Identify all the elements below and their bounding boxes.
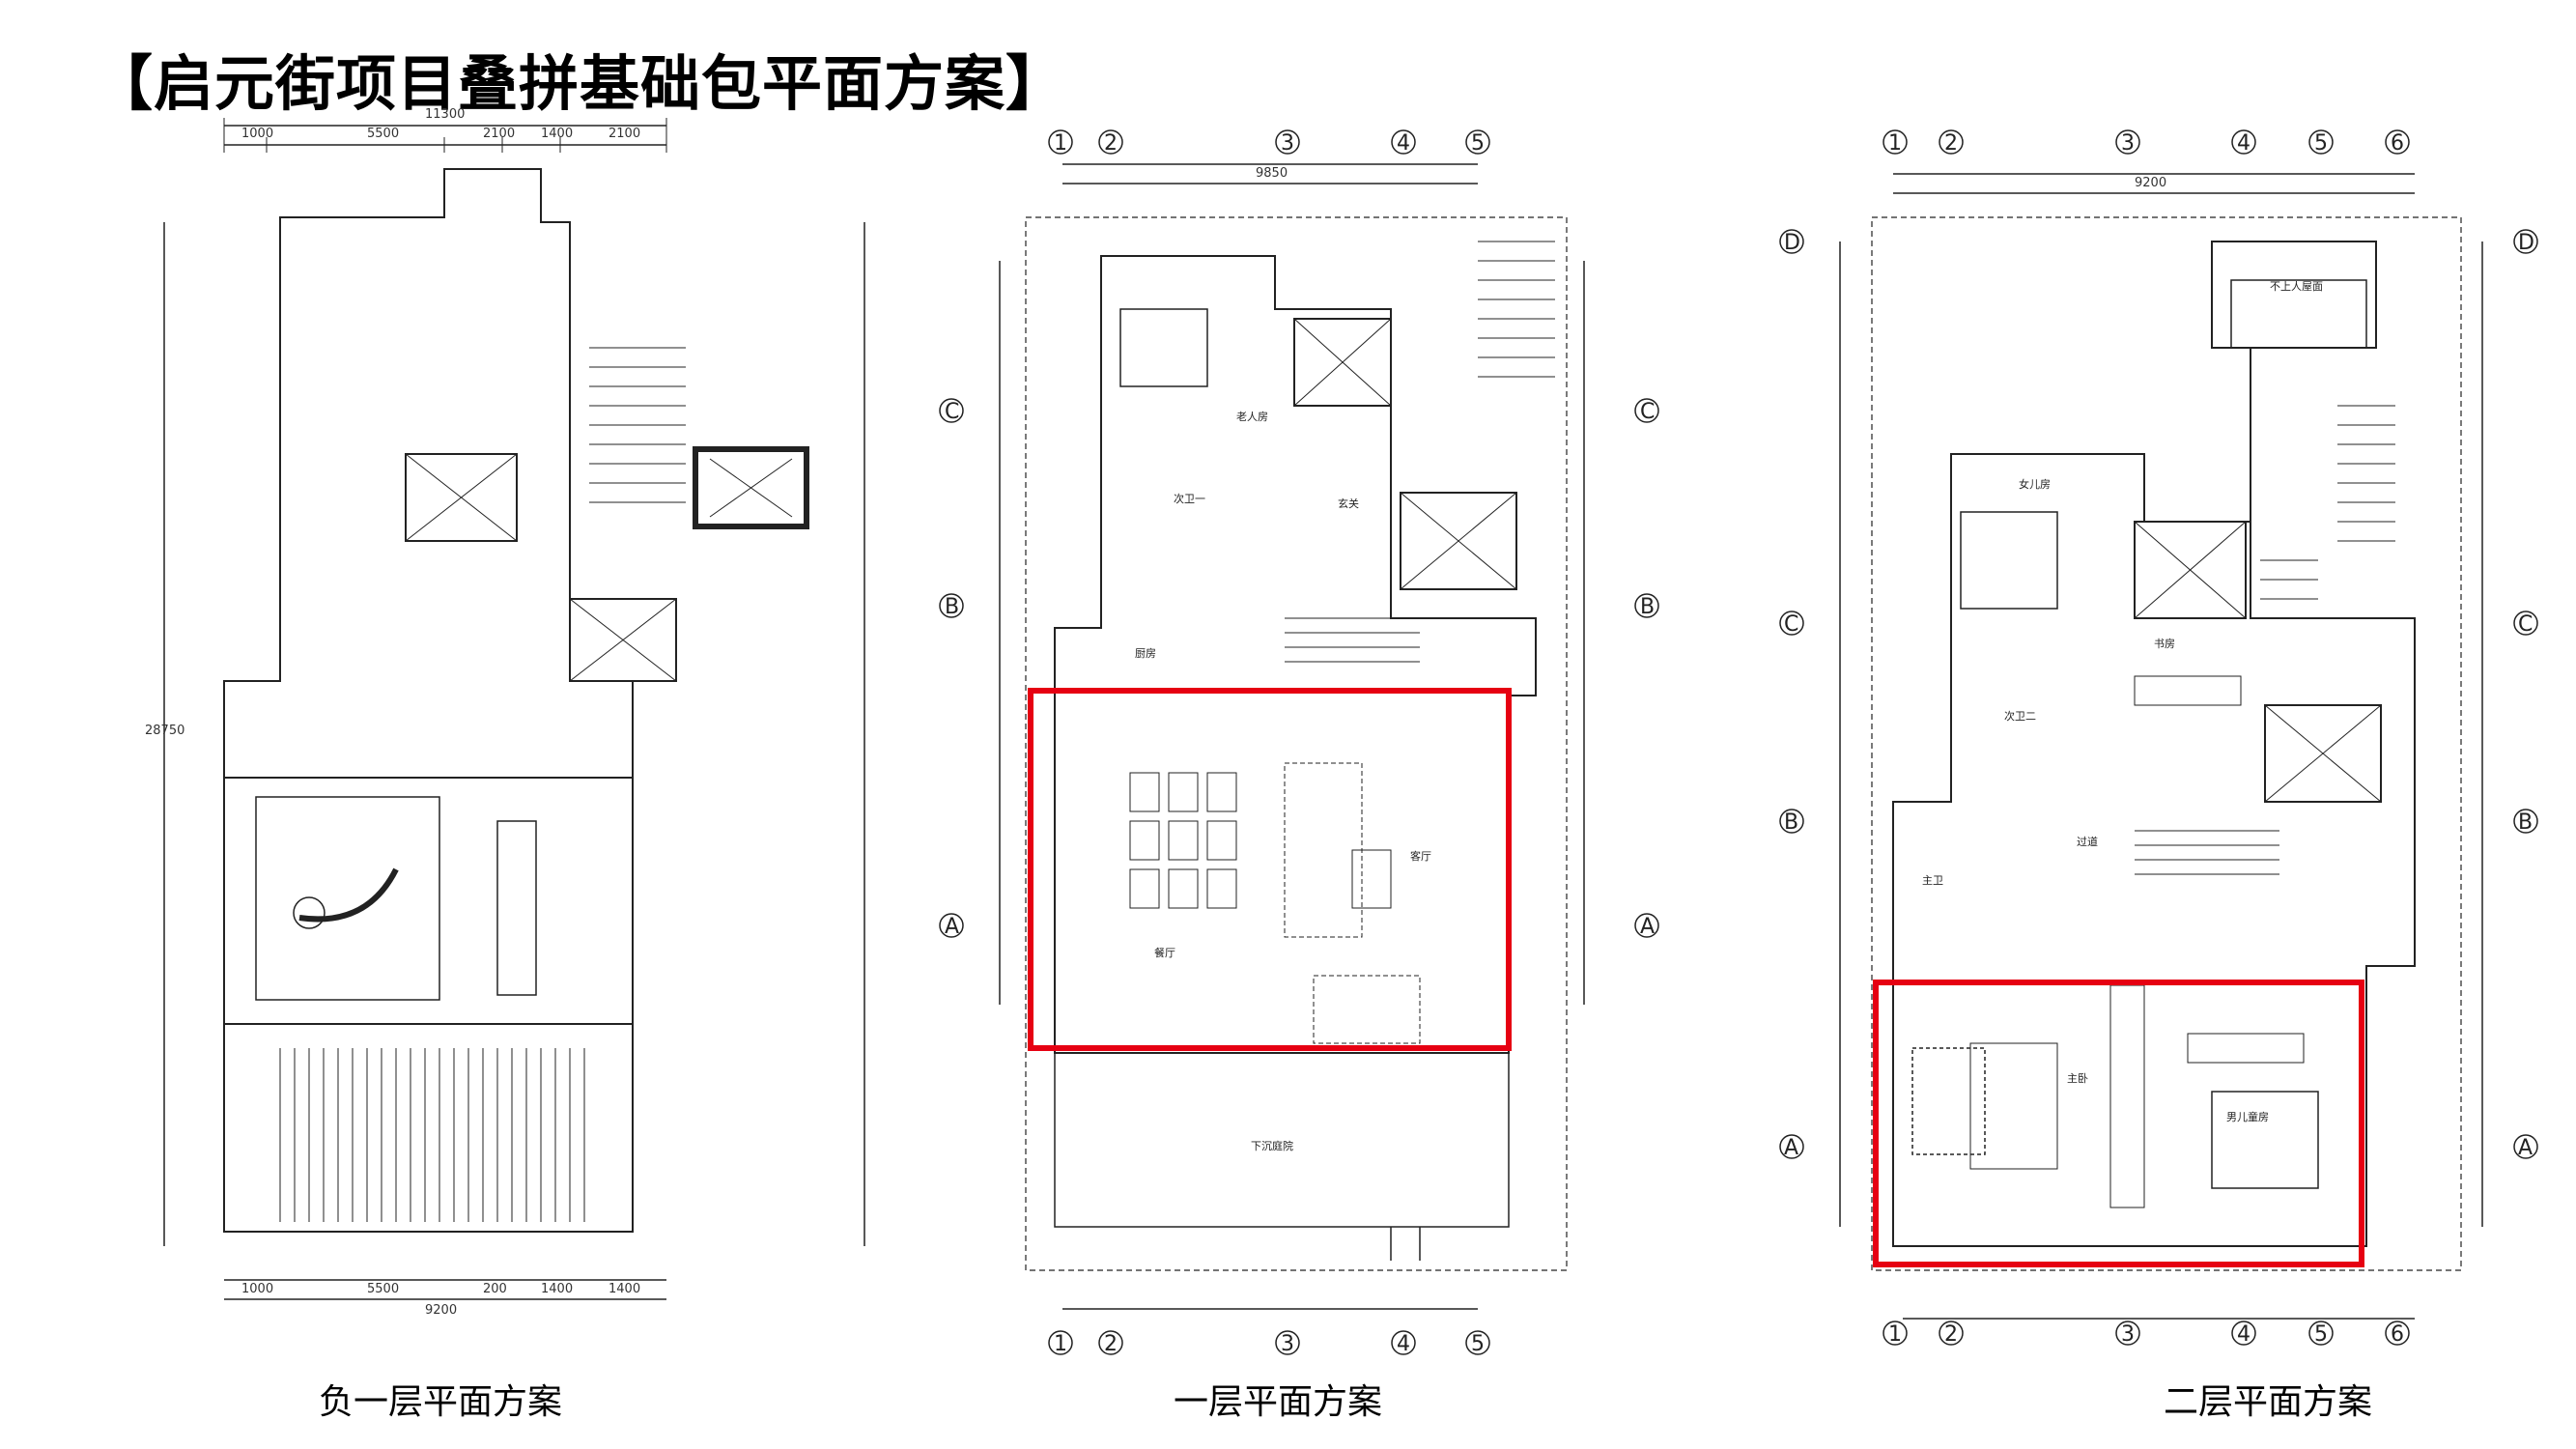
f1-axis-5b: 5: [1471, 1332, 1485, 1356]
f2-row-b-r: B: [2518, 810, 2533, 835]
f2-room-master: 主卧: [2067, 1072, 2088, 1085]
f1-axis-3b: 3: [1281, 1332, 1294, 1356]
caption-basement: 负一层平面方案: [319, 1382, 563, 1422]
f2-room-study: 书房: [2154, 638, 2175, 650]
f2-room-boy: 男儿童房: [2226, 1110, 2269, 1123]
page-title: 【启元街项目叠拼基础包平面方案】: [93, 48, 1067, 119]
b1-side-total: 28750: [145, 724, 184, 738]
b1-dim-1: 1000: [241, 127, 273, 141]
highlight-first-floor-living: [1028, 688, 1512, 1051]
f2-row-c-r: C: [2518, 612, 2533, 637]
f1-row-b-r: B: [1640, 595, 1655, 619]
b1-bdim-1: 1000: [241, 1282, 273, 1296]
f1-row-c-r: C: [1640, 400, 1655, 424]
plan-basement: [163, 118, 865, 1300]
b1-bdim-3: 200: [483, 1282, 507, 1296]
f2-room-masterbath: 主卫: [1922, 874, 1943, 887]
f1-top-total: 9850: [1256, 166, 1288, 181]
f1-room-kitchen: 厨房: [1135, 647, 1156, 660]
f1-axis-4: 4: [1397, 131, 1410, 156]
f2-axis-2: 2: [1944, 131, 1958, 156]
f2-axis-6b: 6: [2391, 1322, 2404, 1347]
caption-second-floor: 二层平面方案: [2164, 1382, 2373, 1422]
f1-row-a: A: [945, 915, 959, 939]
f2-axis-1: 1: [1888, 131, 1902, 156]
f2-axis-5: 5: [2314, 131, 2328, 156]
f1-row-b: B: [945, 595, 959, 619]
f1-room-elder: 老人房: [1236, 411, 1268, 423]
f2-room-bath2: 次卫二: [2004, 709, 2036, 723]
f2-axis-2b: 2: [1944, 1322, 1958, 1347]
f1-row-c: C: [945, 400, 959, 424]
f2-row-d-r: D: [2518, 231, 2534, 255]
b1-bottom-total: 9200: [425, 1303, 457, 1318]
f2-row-c: C: [1784, 612, 1798, 637]
b1-top-total: 11300: [425, 107, 465, 122]
highlight-second-floor-bedrooms: [1873, 980, 2364, 1267]
f2-axis-4: 4: [2237, 131, 2250, 156]
f1-axis-2b: 2: [1104, 1332, 1118, 1356]
plan-second: [1839, 173, 2483, 1320]
f1-row-a-r: A: [1640, 915, 1655, 939]
f1-axis-4b: 4: [1397, 1332, 1410, 1356]
b1-dim-5: 2100: [609, 127, 640, 141]
f2-room-girl: 女儿房: [2019, 477, 2051, 491]
f1-axis-5: 5: [1471, 131, 1485, 156]
b1-dim-2: 5500: [367, 127, 399, 141]
f2-axis-3: 3: [2121, 131, 2135, 156]
f2-axis-3b: 3: [2121, 1322, 2135, 1347]
f2-note-roof: 不上人屋面: [2270, 280, 2323, 293]
plan-first: [999, 163, 1585, 1310]
f2-top-total: 9200: [2135, 176, 2166, 190]
f1-room-bath: 次卫一: [1174, 492, 1205, 505]
b1-dim-3: 2100: [483, 127, 515, 141]
caption-first-floor: 一层平面方案: [1174, 1382, 1383, 1422]
b1-bdim-2: 5500: [367, 1282, 399, 1296]
f2-row-b: B: [1784, 810, 1798, 835]
f1-room-foyer: 玄关: [1338, 497, 1359, 510]
f2-row-a: A: [1784, 1136, 1798, 1160]
f2-axis-1b: 1: [1888, 1322, 1902, 1347]
f2-room-corridor: 过道: [2077, 835, 2098, 848]
b1-bdim-5: 1400: [609, 1282, 640, 1296]
f1-axis-1: 1: [1054, 131, 1067, 156]
f2-axis-6: 6: [2391, 131, 2404, 156]
f2-row-a-r: A: [2518, 1136, 2533, 1160]
f2-axis-5b: 5: [2314, 1322, 2328, 1347]
f1-axis-1b: 1: [1054, 1332, 1067, 1356]
f1-axis-3: 3: [1281, 131, 1294, 156]
f1-note-courtyard: 下沉庭院: [1251, 1139, 1293, 1152]
b1-dim-4: 1400: [541, 127, 573, 141]
f2-row-d: D: [1784, 231, 1800, 255]
b1-bdim-4: 1400: [541, 1282, 573, 1296]
f1-room-dining: 餐厅: [1154, 946, 1175, 959]
f1-room-living: 客厅: [1410, 849, 1431, 863]
f2-axis-4b: 4: [2237, 1322, 2250, 1347]
f1-axis-2: 2: [1104, 131, 1118, 156]
